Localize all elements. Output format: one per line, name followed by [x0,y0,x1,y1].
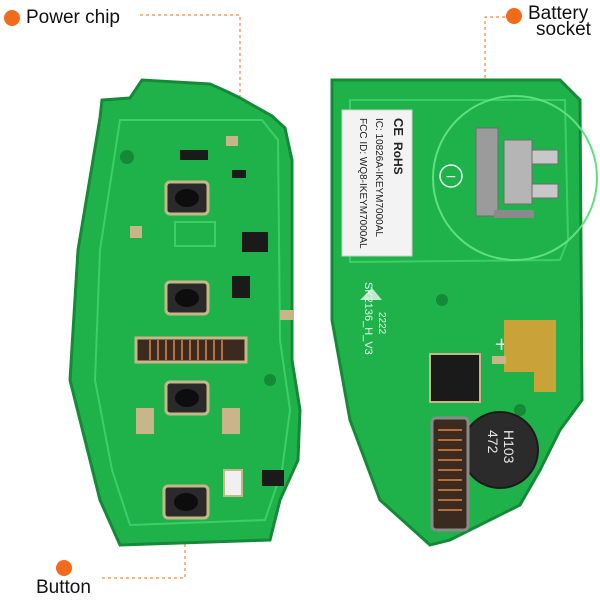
power-chip-label: Power chip [26,7,120,28]
tactile-button-icon [164,180,210,216]
inductor-value-bottom: H103 [501,430,517,464]
battery-contact-icon [475,127,559,218]
ic-text: IC: 10826A-IKEYM7000AL [373,118,384,237]
battery-socket-label-line1: Battery [528,3,589,24]
callout-dot-icon [56,560,72,576]
left-pcb [68,78,302,547]
right-pcb: FCC ID: WQ8-IKEYM7000AL IC: 10826A-IKEYM… [330,78,598,547]
inductor-value-top: 472 [485,430,501,454]
callout-dot-icon [4,10,20,26]
callout-dot-icon [506,8,522,24]
tactile-button-icon [164,280,210,316]
ce-mark: CE [391,118,406,136]
fcc-label: FCC ID: WQ8-IKEYM7000AL IC: 10826A-IKEYM… [357,118,406,249]
button-label: Button [36,577,91,598]
fcc-id-text: FCC ID: WQ8-IKEYM7000AL [357,118,368,249]
date-code-text: 2222 [376,312,387,335]
tactile-button-icon [162,484,210,520]
rohs-mark: RoHS [391,142,405,175]
minus-symbol: − [445,169,457,185]
tactile-button-icon [164,380,210,416]
board-model-text: SK2136_H_V3 [362,282,374,355]
battery-socket-label-line2: socket [536,19,591,40]
